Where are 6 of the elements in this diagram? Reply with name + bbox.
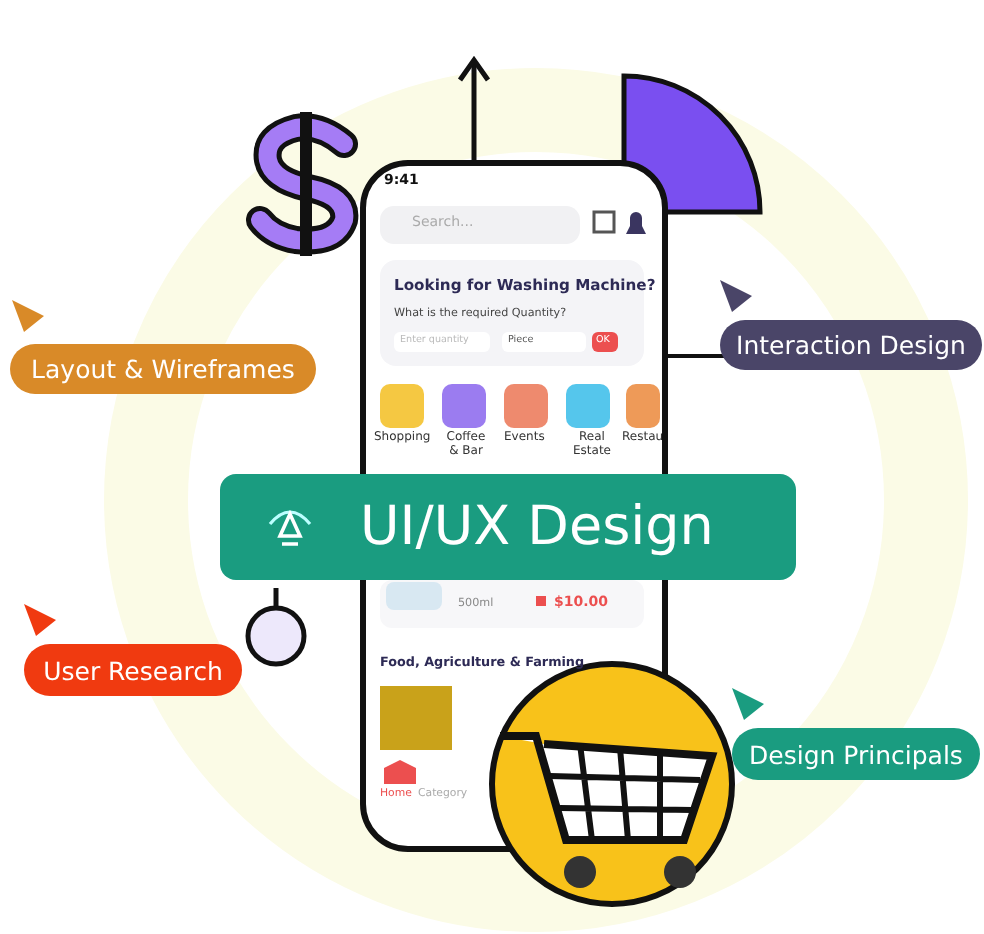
topic-pill: Layout & Wireframes — [10, 344, 316, 394]
topic-pill: Design Principals — [732, 728, 980, 780]
title-text: UI/UX Design — [360, 496, 714, 558]
topic-pill: Interaction Design — [720, 320, 982, 370]
topic-pill: User Research — [24, 644, 242, 696]
title-banner — [220, 474, 796, 580]
